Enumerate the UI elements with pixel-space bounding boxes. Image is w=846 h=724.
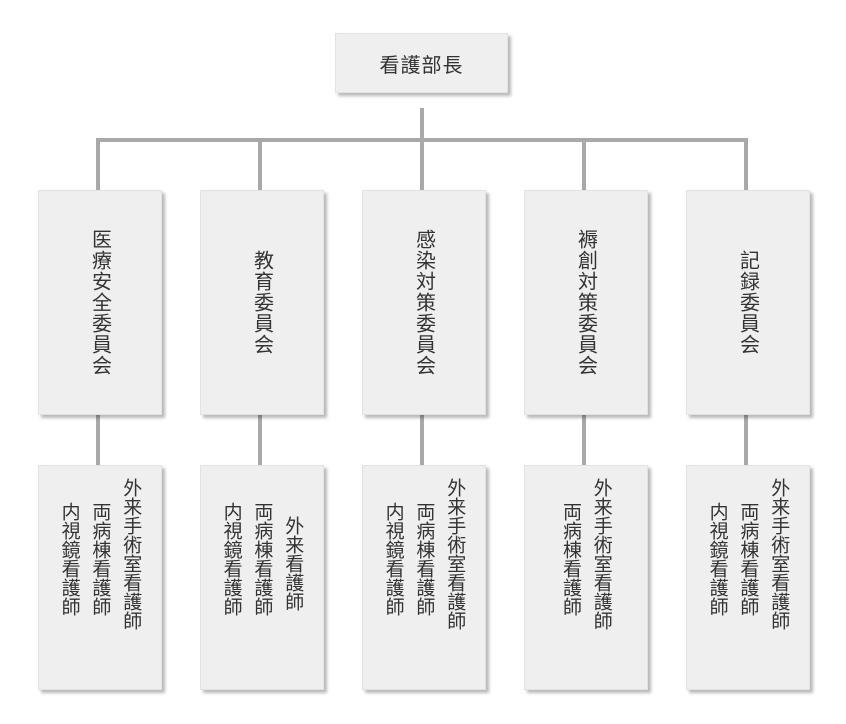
staff-label: 外来手術室看護師 [444, 478, 467, 630]
connector-drop-5 [744, 138, 748, 193]
committee-label: 教育委員会 [250, 250, 275, 355]
staff-label: 内視鏡看護師 [382, 502, 405, 616]
staff-label: 外来手術室看護師 [120, 478, 143, 630]
connector-staff-1 [96, 415, 100, 467]
head-node: 看護部長 [335, 33, 508, 93]
committee-label: 記録委員会 [736, 250, 761, 355]
staff-node: 外来手術室看護師 両病棟看護師 [524, 465, 648, 690]
connector-staff-4 [582, 415, 586, 467]
connector-staff-2 [258, 415, 262, 467]
connector-drop-2 [258, 138, 262, 193]
staff-label: 両病棟看護師 [737, 502, 760, 616]
connector-head-down [420, 108, 424, 141]
staff-node: 外来手術室看護師 両病棟看護師 内視鏡看護師 [362, 465, 486, 690]
committee-node: 教育委員会 [200, 190, 324, 415]
committee-node: 褥創対策委員会 [524, 190, 648, 415]
committee-node: 医療安全委員会 [38, 190, 162, 415]
staff-node: 外来看護師 両病棟看護師 内視鏡看護師 [200, 465, 324, 690]
connector-drop-3 [420, 138, 424, 193]
connector-staff-3 [420, 415, 424, 467]
committee-label: 感染対策委員会 [412, 229, 437, 376]
staff-label: 内視鏡看護師 [706, 502, 729, 616]
committee-label: 褥創対策委員会 [574, 229, 599, 376]
staff-label: 両病棟看護師 [413, 502, 436, 616]
committee-node: 感染対策委員会 [362, 190, 486, 415]
committee-node: 記録委員会 [686, 190, 810, 415]
staff-node: 外来手術室看護師 両病棟看護師 内視鏡看護師 [686, 465, 810, 690]
head-title: 看護部長 [379, 52, 464, 77]
connector-drop-1 [96, 138, 100, 193]
staff-label: 両病棟看護師 [89, 502, 112, 616]
staff-label: 内視鏡看護師 [58, 502, 81, 616]
staff-label: 外来看護師 [282, 516, 305, 611]
staff-label: 内視鏡看護師 [220, 502, 243, 616]
staff-label: 両病棟看護師 [560, 502, 582, 616]
connector-staff-5 [744, 415, 748, 467]
staff-label: 外来手術室看護師 [590, 478, 613, 630]
staff-node: 外来手術室看護師 両病棟看護師 内視鏡看護師 [38, 465, 162, 690]
connector-drop-4 [582, 138, 586, 193]
staff-label: 外来手術室看護師 [768, 478, 791, 630]
committee-label: 医療安全委員会 [88, 229, 113, 376]
staff-label: 両病棟看護師 [251, 502, 274, 616]
